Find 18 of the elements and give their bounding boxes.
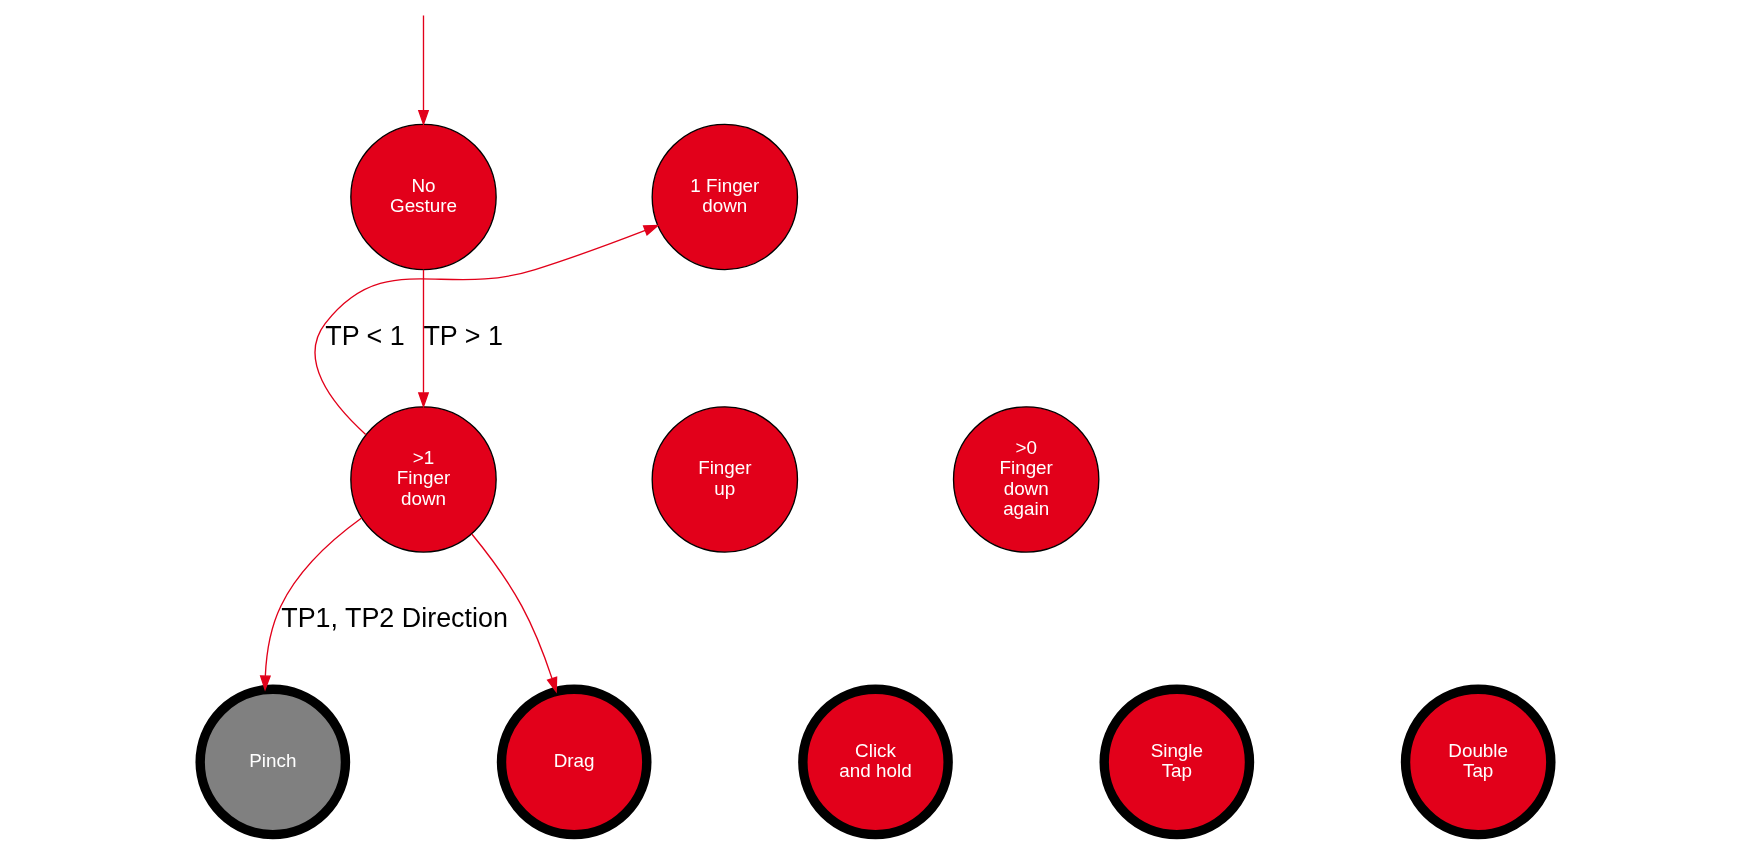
edge-label: TP > 1 <box>423 320 503 351</box>
node-circle: Pinch <box>195 684 351 839</box>
arrow <box>471 532 558 693</box>
arrow <box>314 224 660 435</box>
arrow <box>417 268 430 408</box>
node-circle: >1 Finger down <box>350 405 497 553</box>
arrow <box>259 516 363 692</box>
node-circle: Double Tap <box>1400 684 1556 839</box>
arrow <box>417 14 430 126</box>
edge-label: TP1, TP2 Direction <box>281 602 508 633</box>
node-circle: No Gesture <box>350 123 497 270</box>
node-circle: Click and hold <box>798 684 953 839</box>
node-circle: 1 Finger down <box>651 123 799 270</box>
edge-label: TP < 1 <box>325 320 405 351</box>
node-circle: Drag <box>496 684 652 839</box>
node-circle: Single Tap <box>1099 684 1255 839</box>
node-circle: >0 Finger down again <box>952 405 1100 553</box>
node-circle: Finger up <box>651 405 799 553</box>
